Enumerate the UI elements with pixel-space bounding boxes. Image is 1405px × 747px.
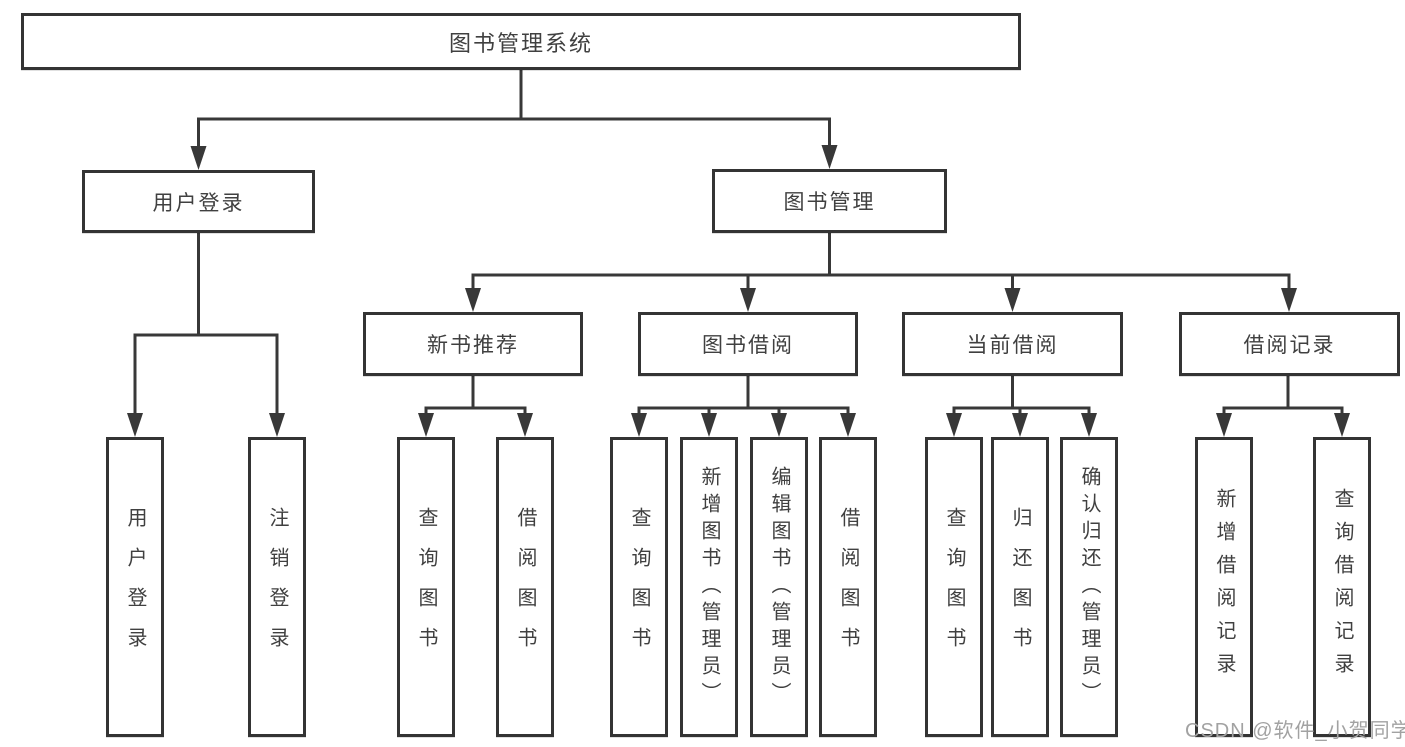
node-confirm-return-admin: 确认归还（管理员） xyxy=(1060,437,1118,737)
node-current-borrow-label: 当前借阅 xyxy=(966,334,1059,357)
arrowhead-down-icon xyxy=(190,146,207,170)
node-newbook-borrow-books: 借阅图书 xyxy=(496,437,554,737)
node-query-borrow-record-label: 查询借阅记录 xyxy=(1331,488,1353,686)
arrowhead-down-icon xyxy=(1216,413,1232,437)
connector-borrow-record-to-children xyxy=(1216,376,1350,437)
arrowhead-down-icon xyxy=(771,413,787,437)
node-user-login-action-label: 用户登录 xyxy=(124,507,146,667)
arrowhead-down-icon xyxy=(840,413,856,437)
connector-book-management-to-level3 xyxy=(465,233,1297,312)
arrowhead-down-icon xyxy=(1012,413,1028,437)
node-user-login: 用户登录 xyxy=(82,170,315,233)
node-root-label: 图书管理系统 xyxy=(448,30,593,56)
arrowhead-down-icon xyxy=(1334,413,1350,437)
node-book-management: 图书管理 xyxy=(712,169,947,233)
node-return-books-label: 归还图书 xyxy=(1009,507,1031,667)
node-confirm-return-admin-label: 确认归还（管理员） xyxy=(1078,465,1100,709)
node-newbook-query-books-label: 查询图书 xyxy=(415,507,437,667)
node-current-borrow: 当前借阅 xyxy=(902,312,1123,376)
connector-user-login-to-children xyxy=(127,233,285,437)
node-add-borrow-record: 新增借阅记录 xyxy=(1195,437,1253,737)
node-borrow-record-label: 借阅记录 xyxy=(1243,334,1336,357)
node-borrow-books-label: 借阅图书 xyxy=(837,507,859,667)
arrowhead-down-icon xyxy=(701,413,717,437)
connector-new-book-to-children xyxy=(418,376,533,437)
node-new-book-recommend: 新书推荐 xyxy=(363,312,583,376)
arrowhead-down-icon xyxy=(1004,288,1021,312)
arrowhead-down-icon xyxy=(1081,413,1097,437)
arrowhead-down-icon xyxy=(631,413,647,437)
node-borrow-query-books-label: 查询图书 xyxy=(628,507,650,667)
arrowhead-down-icon xyxy=(127,413,143,437)
arrowhead-down-icon xyxy=(517,413,533,437)
node-root: 图书管理系统 xyxy=(21,13,1021,70)
arrowhead-down-icon xyxy=(465,288,481,312)
node-newbook-query-books: 查询图书 xyxy=(397,437,455,737)
node-borrow-record: 借阅记录 xyxy=(1179,312,1400,376)
connector-root-to-level2 xyxy=(190,70,838,170)
node-add-borrow-record-label: 新增借阅记录 xyxy=(1213,488,1235,686)
arrowhead-down-icon xyxy=(1281,288,1297,312)
node-new-book-recommend-label: 新书推荐 xyxy=(427,334,519,357)
node-current-query-books-label: 查询图书 xyxy=(943,507,965,667)
node-edit-book-admin: 编辑图书（管理员） xyxy=(750,437,808,737)
node-user-login-label: 用户登录 xyxy=(152,191,245,215)
node-book-management-label: 图书管理 xyxy=(783,191,876,214)
node-add-book-admin-label: 新增图书（管理员） xyxy=(698,465,720,709)
arrowhead-down-icon xyxy=(418,413,434,437)
node-edit-book-admin-label: 编辑图书（管理员） xyxy=(768,465,790,709)
connector-book-borrow-to-children xyxy=(631,376,856,437)
node-book-borrow-label: 图书借阅 xyxy=(702,334,794,357)
arrowhead-down-icon xyxy=(946,413,962,437)
connector-current-borrow-to-children xyxy=(946,376,1097,437)
arrowhead-down-icon xyxy=(269,413,285,437)
node-user-login-action: 用户登录 xyxy=(106,437,164,737)
node-logout-label: 注销登录 xyxy=(266,507,288,667)
watermark: CSDN @软件_小贺同学 xyxy=(1185,720,1405,742)
node-add-book-admin: 新增图书（管理员） xyxy=(680,437,738,737)
arrowhead-down-icon xyxy=(740,288,756,312)
node-borrow-query-books: 查询图书 xyxy=(610,437,668,737)
node-return-books: 归还图书 xyxy=(991,437,1049,737)
node-query-borrow-record: 查询借阅记录 xyxy=(1313,437,1371,737)
node-logout: 注销登录 xyxy=(248,437,306,737)
node-current-query-books: 查询图书 xyxy=(925,437,983,737)
node-borrow-books: 借阅图书 xyxy=(819,437,877,737)
arrowhead-down-icon xyxy=(821,145,838,169)
node-book-borrow: 图书借阅 xyxy=(638,312,858,376)
node-newbook-borrow-books-label: 借阅图书 xyxy=(514,507,536,667)
